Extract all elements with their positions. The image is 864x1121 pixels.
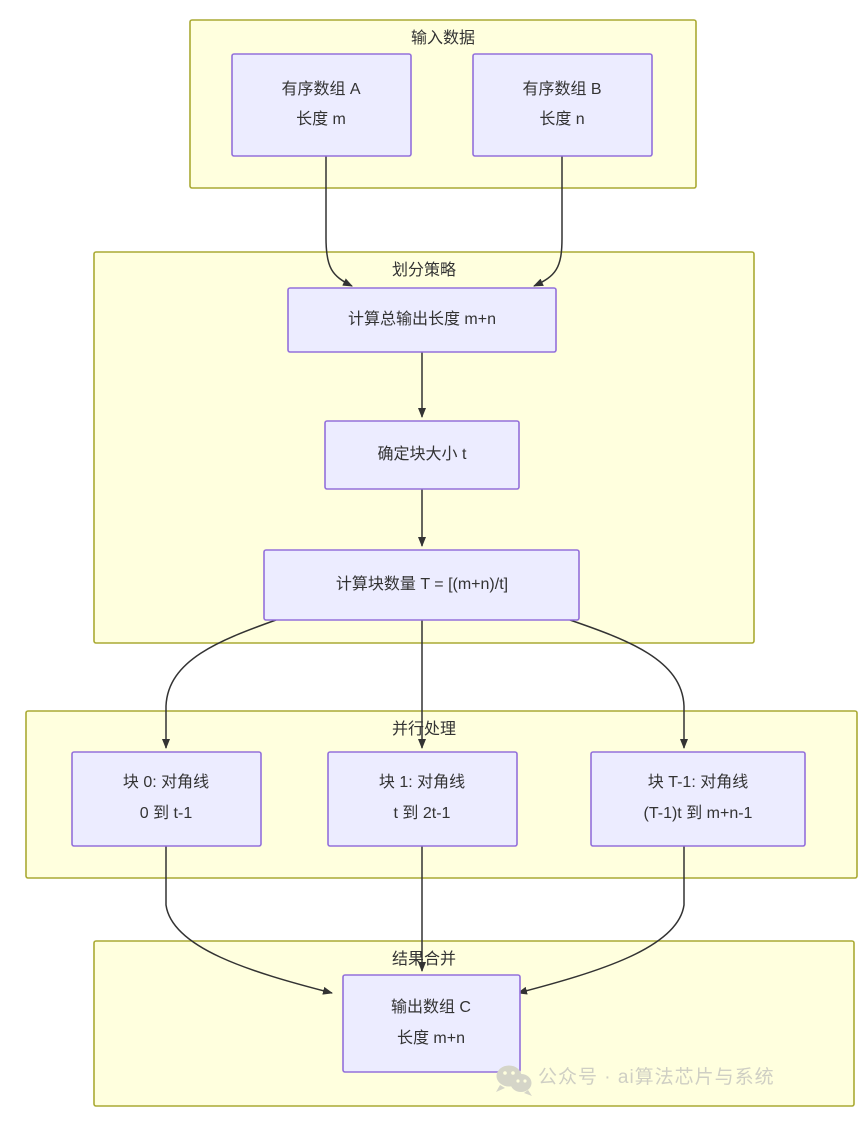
node-output[interactable]: 输出数组 C 长度 m+n bbox=[342, 974, 521, 1073]
node-arrayA-line2: 长度 m bbox=[296, 110, 346, 128]
edge-block0-to-output bbox=[165, 846, 333, 995]
node-block0[interactable]: 块 0: 对角线 0 到 t-1 bbox=[71, 751, 262, 847]
node-blockT-line2: (T-1)t 到 m+n-1 bbox=[644, 804, 753, 822]
node-output-line1: 输出数组 C bbox=[391, 998, 471, 1016]
node-block0-rect[interactable] bbox=[71, 751, 262, 847]
watermark-label: 公众号 · ai算法芯片与系统 bbox=[538, 1066, 775, 1088]
node-total-rect[interactable] bbox=[287, 287, 557, 353]
node-tilesize[interactable]: 确定块大小 t bbox=[324, 420, 520, 490]
node-blockT-rect[interactable] bbox=[590, 751, 806, 847]
node-output-line2: 长度 m+n bbox=[397, 1029, 465, 1047]
node-arrayA-rect[interactable] bbox=[231, 53, 412, 157]
node-blockT[interactable]: 块 T-1: 对角线 (T-1)t 到 m+n-1 bbox=[590, 751, 806, 847]
node-block0-line1: 块 0: 对角线 bbox=[123, 773, 209, 791]
cluster-parallel-label: 并行处理 bbox=[392, 720, 456, 738]
watermark: 公众号 · ai算法芯片与系统 bbox=[496, 1065, 775, 1096]
node-tilesize-rect[interactable] bbox=[324, 420, 520, 490]
edge-arrayB-to-total bbox=[533, 156, 563, 287]
node-total-label: 计算总输出长度 m+n bbox=[348, 309, 496, 328]
node-block1-line2: t 到 2t-1 bbox=[394, 804, 451, 822]
node-arrayB[interactable]: 有序数组 B 长度 n bbox=[472, 53, 653, 157]
wechat-icon bbox=[496, 1065, 532, 1096]
cluster-input-label: 输入数据 bbox=[411, 29, 475, 47]
edge-tilecount-to-block0 bbox=[162, 619, 277, 749]
edge-blockT-to-output bbox=[517, 846, 685, 995]
node-arrayB-line2: 长度 n bbox=[539, 110, 584, 128]
node-arrayB-rect[interactable] bbox=[472, 53, 653, 157]
node-arrayB-line1: 有序数组 B bbox=[522, 80, 601, 98]
node-output-rect[interactable] bbox=[342, 974, 521, 1073]
node-block1-rect[interactable] bbox=[327, 751, 518, 847]
cluster-merge-label: 结果合并 bbox=[392, 950, 456, 968]
node-tilesize-label: 确定块大小 t bbox=[378, 445, 467, 463]
node-arrayA[interactable]: 有序数组 A 长度 m bbox=[231, 53, 412, 157]
node-block0-line2: 0 到 t-1 bbox=[140, 804, 193, 822]
node-block1[interactable]: 块 1: 对角线 t 到 2t-1 bbox=[327, 751, 518, 847]
node-block1-line1: 块 1: 对角线 bbox=[379, 773, 465, 791]
node-arrayA-line1: 有序数组 A bbox=[281, 80, 360, 98]
edge-tilecount-to-blockT bbox=[569, 619, 688, 749]
edge-layer bbox=[162, 156, 688, 995]
edge-arrayA-to-total bbox=[325, 156, 353, 287]
node-tilecount-rect[interactable] bbox=[263, 549, 580, 621]
node-total[interactable]: 计算总输出长度 m+n bbox=[287, 287, 557, 353]
node-tilecount[interactable]: 计算块数量 T = [(m+n)/t] bbox=[263, 549, 580, 621]
cluster-strategy-label: 划分策略 bbox=[392, 261, 456, 279]
node-tilecount-label: 计算块数量 T = [(m+n)/t] bbox=[336, 574, 508, 593]
node-blockT-line1: 块 T-1: 对角线 bbox=[648, 773, 748, 791]
